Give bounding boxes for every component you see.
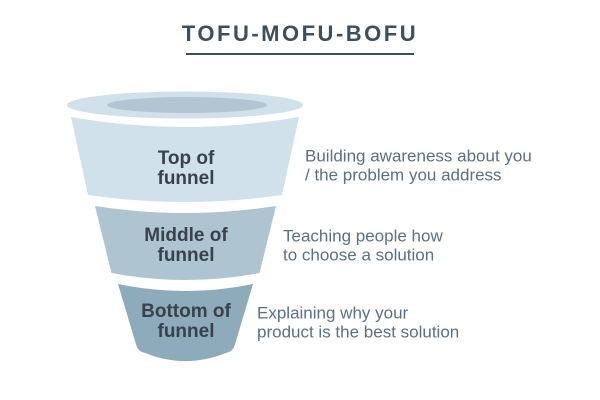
label-line: Bottom of — [141, 301, 231, 322]
description-line: product is the best solution — [257, 322, 460, 341]
description-bottom-of-funnel: Explaining why your product is the best … — [257, 303, 460, 342]
description-line: to choose a solution — [283, 245, 435, 264]
description-line: / the problem you address — [305, 165, 502, 184]
label-middle-of-funnel: Middle of funnel — [144, 226, 227, 266]
description-line: Explaining why your — [257, 303, 409, 323]
label-line: funnel — [157, 245, 215, 266]
label-line: Middle of — [144, 225, 228, 246]
label-line: funnel — [157, 168, 215, 189]
funnel-opening — [107, 97, 267, 113]
funnel-section-top — [71, 117, 299, 202]
funnel-section-bottom — [118, 284, 253, 362]
label-line: funnel — [157, 321, 215, 342]
funnel-section-middle — [95, 206, 276, 280]
title-underline — [186, 53, 414, 55]
description-top-of-funnel: Building awareness about you / the probl… — [305, 146, 532, 185]
label-top-of-funnel: Top of funnel — [158, 149, 215, 189]
description-middle-of-funnel: Teaching people how to choose a solution — [283, 226, 443, 265]
page-title: TOFU-MOFU-BOFU — [181, 21, 419, 46]
description-line: Teaching people how — [283, 226, 443, 246]
label-line: Top of — [157, 148, 215, 169]
label-bottom-of-funnel: Bottom of funnel — [141, 302, 231, 342]
description-line: Building awareness about you — [305, 146, 532, 166]
